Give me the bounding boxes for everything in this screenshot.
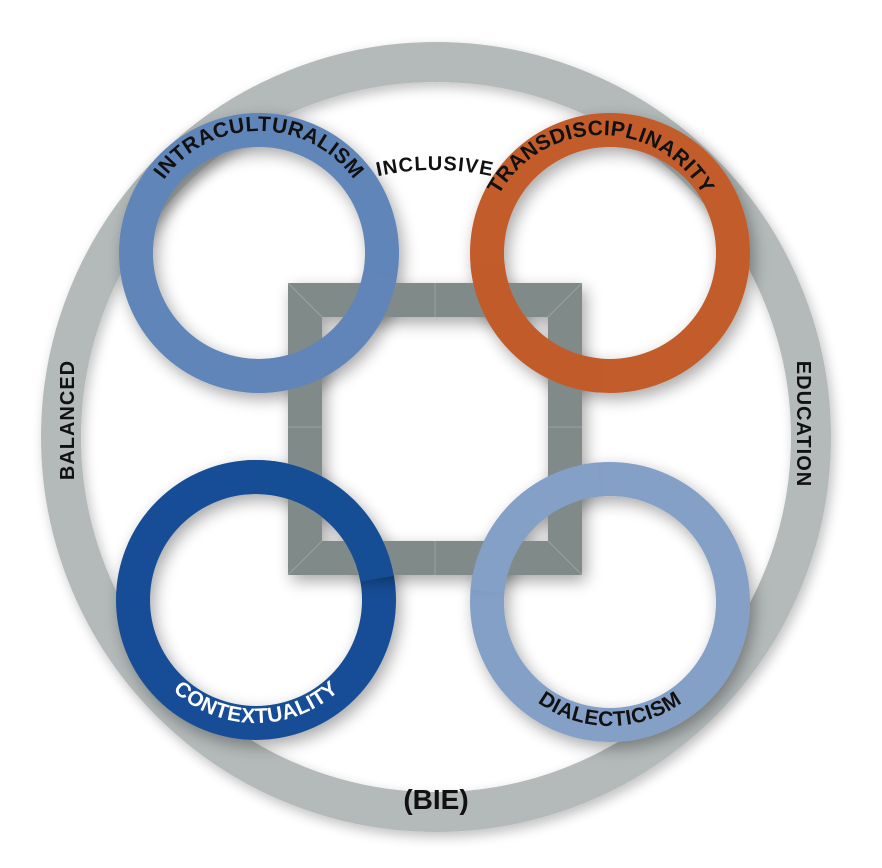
ring-overlap-intraculturalism (246, 270, 397, 393)
outer-label-balanced: BALANCED (57, 360, 79, 480)
center-square (287, 282, 583, 576)
outer-label-inclusive: INCLUSIVE (374, 153, 495, 181)
square-frame (288, 283, 582, 575)
ring-dialecticism (470, 462, 750, 742)
outer-ring (41, 42, 831, 832)
ring-overlap-contextuality (243, 460, 394, 583)
ring-transdisciplinarity (470, 113, 750, 393)
rings-lower-layer (116, 113, 750, 742)
square-miter (547, 282, 583, 318)
outer-label-education: EDUCATION (792, 361, 814, 487)
ring-overlap-dialecticism (470, 462, 602, 594)
outer-ring-band (41, 42, 831, 832)
outer-label-bie: (BIE) (403, 784, 468, 815)
square-miter (547, 540, 583, 576)
square-miter (287, 282, 323, 318)
ring-overlap-transdisciplinarity (470, 261, 602, 393)
rings-upper-layer (243, 261, 602, 594)
square-miter (287, 540, 323, 576)
